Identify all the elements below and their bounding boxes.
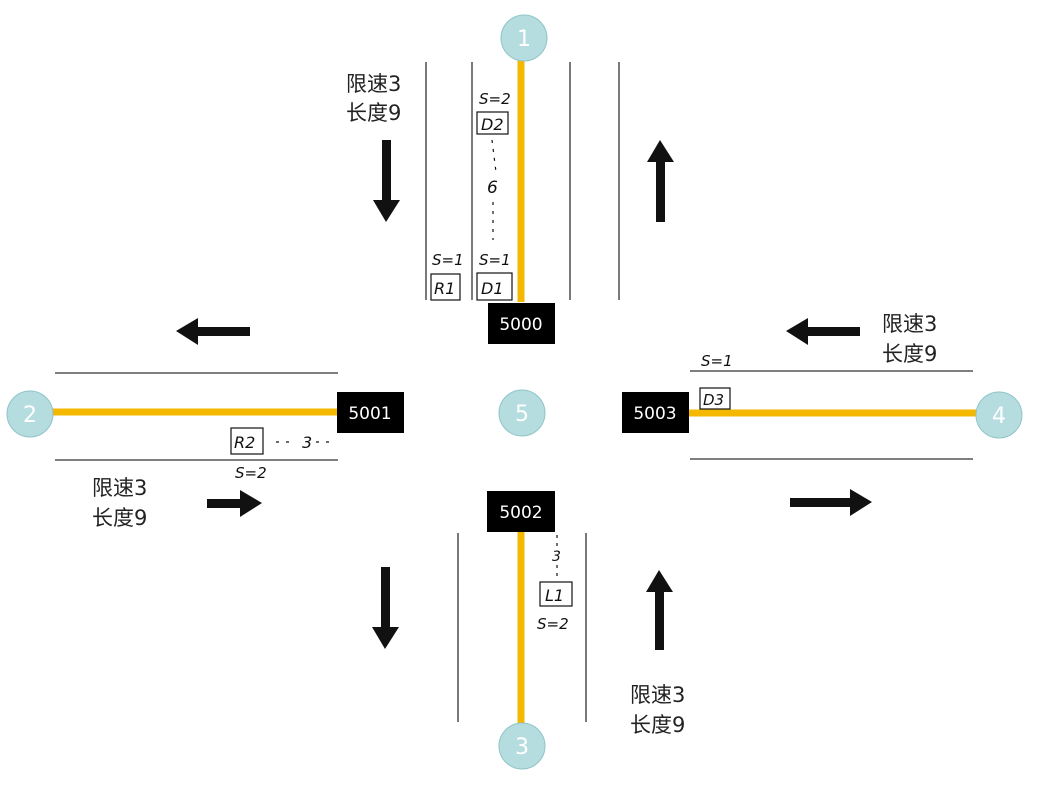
d1-box-label: D1 — [481, 279, 504, 298]
arrow-right-east-icon — [790, 489, 872, 516]
arrow-right-west-icon — [207, 490, 262, 517]
d1-s-label: S=1 — [479, 251, 511, 269]
node-2-label: 2 — [23, 403, 37, 428]
west-speed-label: 限速3 — [92, 476, 147, 500]
junction-5001-label: 5001 — [348, 404, 391, 424]
node-4: 4 — [975, 391, 1023, 439]
south-gap-label: 3 — [552, 549, 561, 565]
junction-5002: 5002 — [487, 491, 555, 532]
d2-box-label: D2 — [481, 115, 504, 134]
junction-5003-label: 5003 — [633, 404, 676, 424]
d3-s-label: S=1 — [701, 352, 733, 370]
junction-5002-label: 5002 — [499, 503, 542, 523]
l1-s-label: S=2 — [537, 615, 569, 633]
arrow-down-north-icon — [373, 140, 400, 222]
junction-5001: 5001 — [337, 392, 404, 433]
node-3: 3 — [498, 722, 546, 770]
east-speed-label: 限速3 — [882, 312, 937, 336]
arrow-down-south-icon — [372, 567, 399, 649]
r2-box-label: R2 — [234, 433, 255, 452]
node-1-label: 1 — [517, 27, 531, 52]
d1-box — [476, 272, 513, 301]
node-5-label: 5 — [515, 402, 529, 427]
r1-s-label: S=1 — [432, 251, 464, 269]
junctions: 5000 5001 5002 5003 — [337, 303, 689, 532]
junction-5000-label: 5000 — [499, 315, 542, 335]
north-speed-label: 限速3 — [346, 72, 401, 96]
r2-box — [230, 427, 264, 455]
south-speed-label: 限速3 — [630, 683, 685, 707]
node-4-label: 4 — [992, 404, 1006, 429]
west-length-label: 长度9 — [92, 506, 147, 530]
d3-box — [699, 387, 731, 410]
nodes: 1 2 3 4 5 — [6, 14, 1023, 770]
node-1: 1 — [500, 14, 548, 62]
arrow-up-north-icon — [647, 140, 674, 222]
d2-box — [476, 111, 509, 135]
node-3-label: 3 — [515, 735, 529, 760]
road-labels: 限速3 长度9 限速3 长度9 限速3 长度9 限速3 长度9 — [92, 72, 937, 737]
east-length-label: 长度9 — [882, 342, 937, 366]
lane-lines — [55, 62, 973, 722]
l1-box — [539, 581, 573, 607]
r1-box — [430, 273, 461, 301]
l1-box-label: L1 — [545, 586, 564, 605]
node-2: 2 — [6, 390, 54, 438]
node-5: 5 — [498, 389, 546, 437]
r2-s-label: S=2 — [235, 464, 267, 482]
west-gap-label: 3 — [302, 433, 312, 452]
d2-s-label: S=2 — [479, 90, 511, 108]
d3-box-label: D3 — [703, 391, 724, 409]
north-length-label: 长度9 — [346, 101, 401, 125]
junction-5003: 5003 — [622, 392, 689, 433]
handwritten-annotations: S=2 D2 6 S=1 D1 S=1 R1 S=1 D3 R2 3 S=2 3… — [230, 90, 733, 633]
arrow-left-west-icon — [176, 318, 250, 345]
junction-5000: 5000 — [488, 303, 555, 344]
north-gap-label: 6 — [487, 178, 498, 198]
road-centerlines — [50, 52, 980, 728]
arrow-left-east-icon — [786, 318, 860, 345]
arrow-up-south-icon — [646, 570, 673, 650]
south-length-label: 长度9 — [630, 713, 685, 737]
north-gap-dash-top — [491, 139, 497, 173]
direction-arrows — [176, 140, 872, 650]
r1-box-label: R1 — [434, 279, 455, 298]
